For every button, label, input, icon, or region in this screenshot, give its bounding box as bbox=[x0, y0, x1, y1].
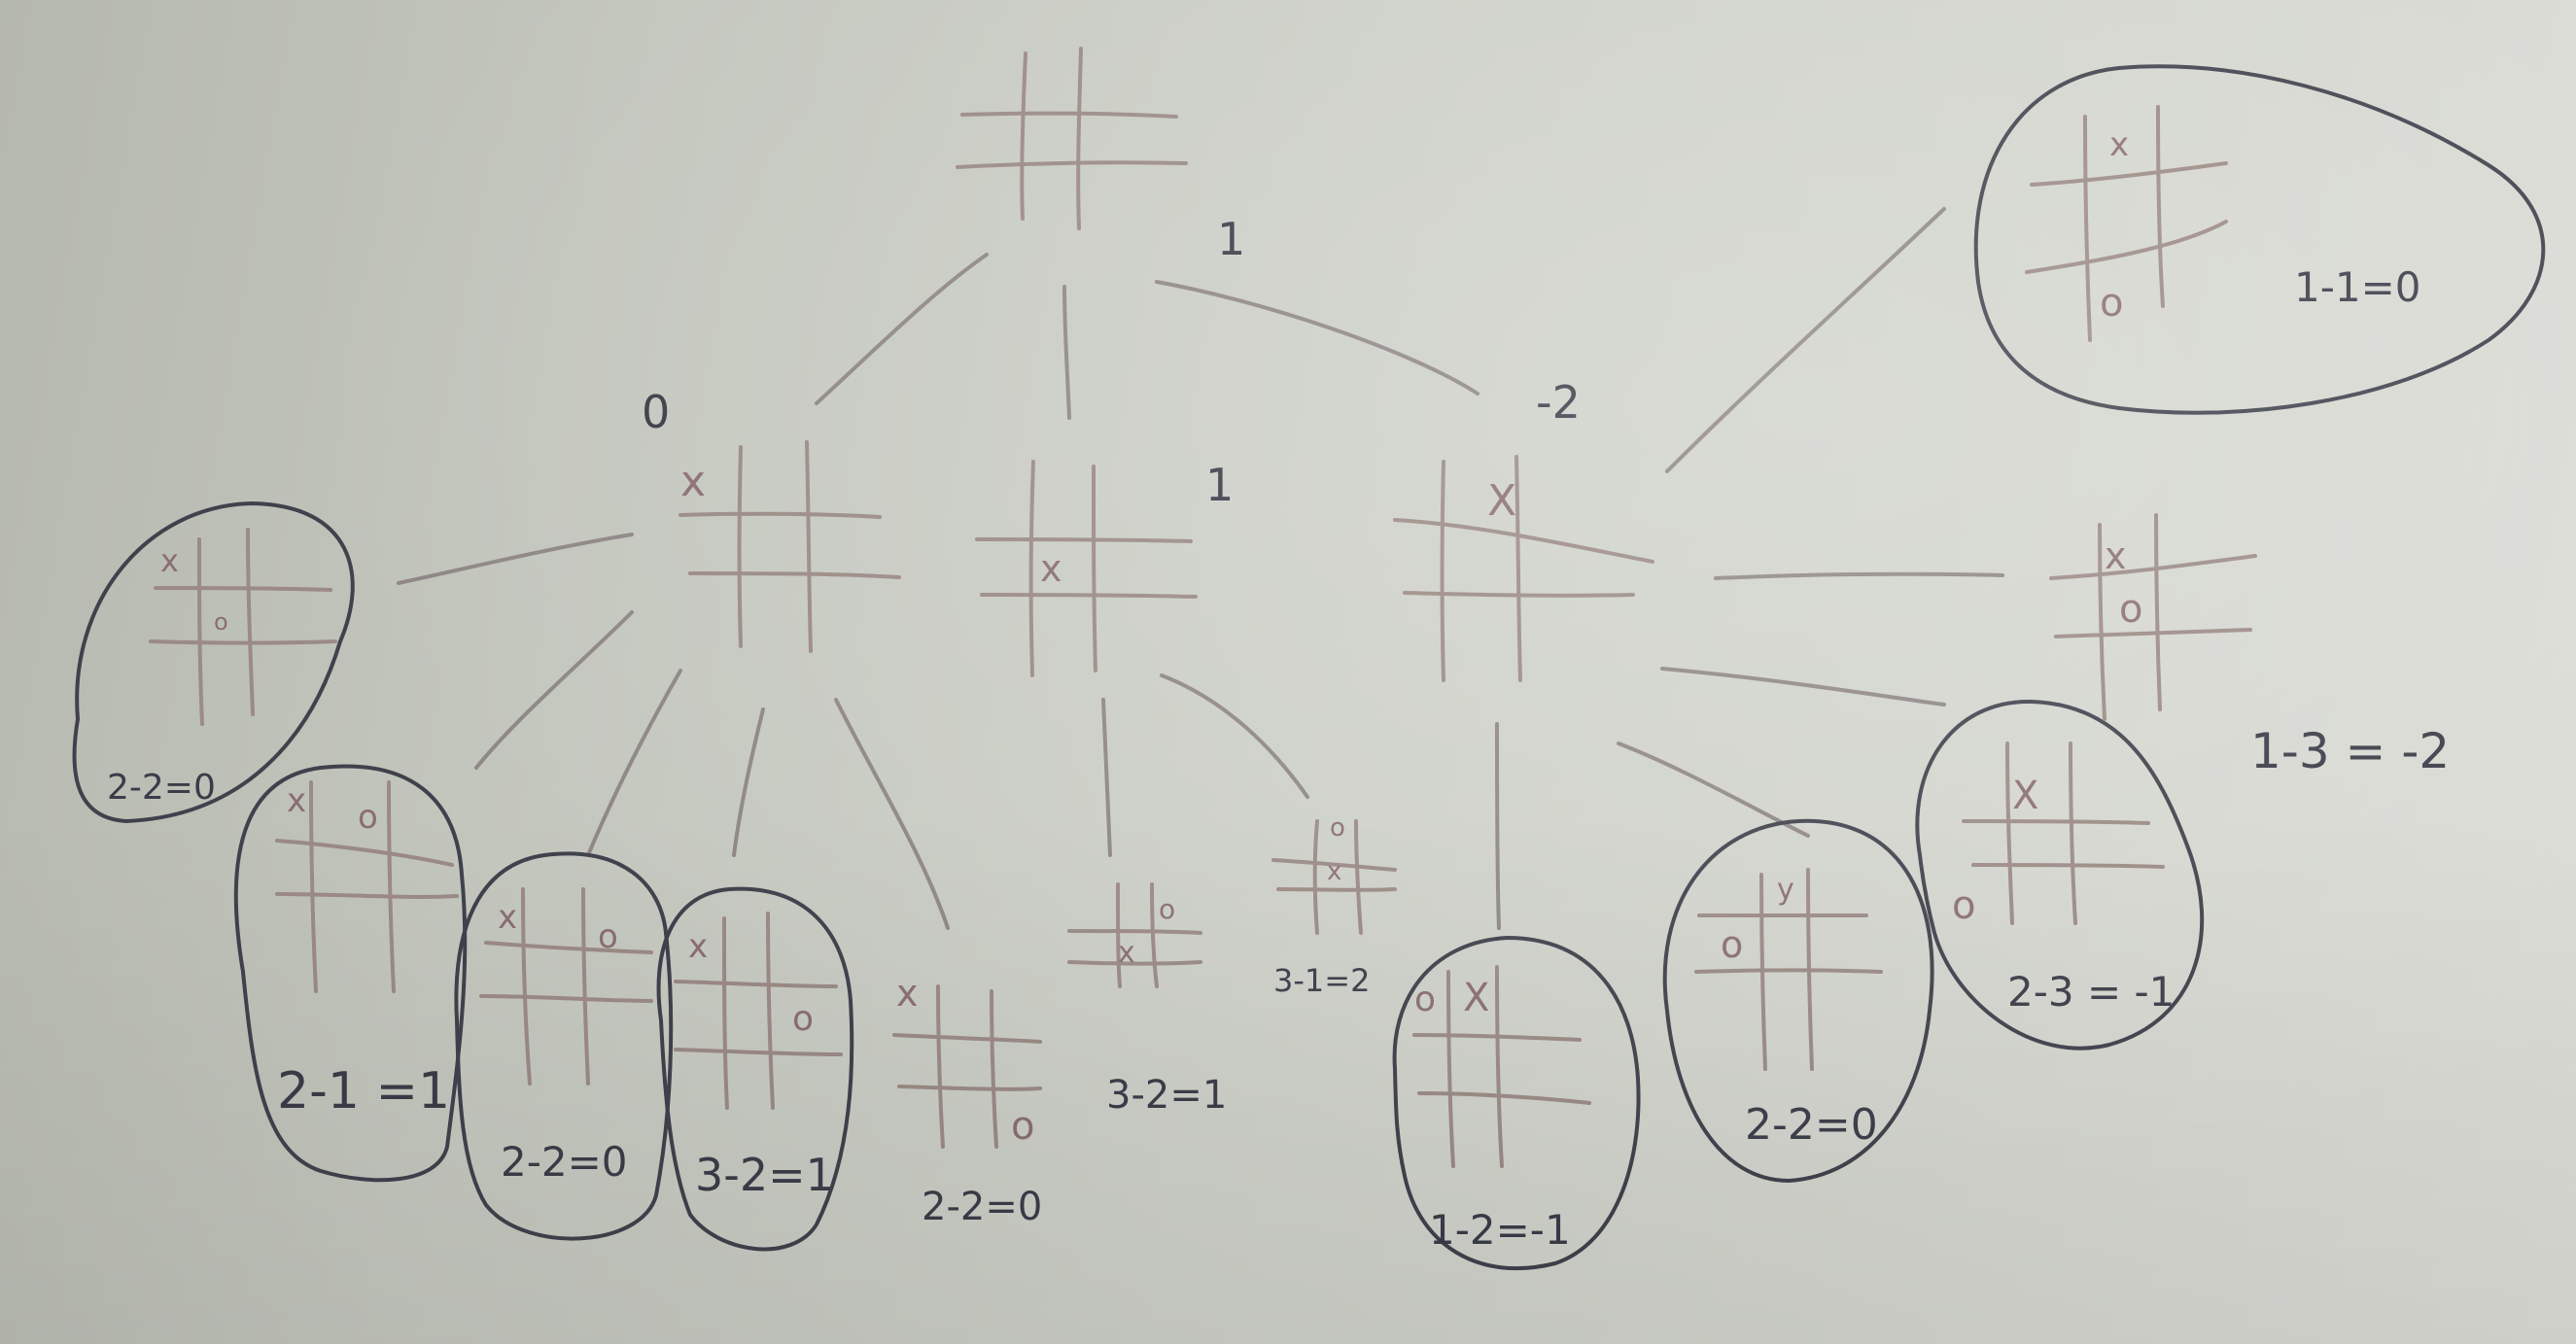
leaf-board-5: x o bbox=[1067, 882, 1202, 988]
svg-text:o: o bbox=[214, 608, 228, 636]
svg-text:x: x bbox=[896, 972, 919, 1015]
svg-text:x: x bbox=[1118, 936, 1135, 970]
root-board bbox=[956, 47, 1188, 230]
leaf-board-9: X o bbox=[1915, 699, 2205, 1051]
leaf-board-7: o X bbox=[1392, 935, 1641, 1271]
leaf-label-3: 3-2=1 bbox=[695, 1149, 834, 1201]
leaf-label-0: 2-2=0 bbox=[107, 768, 216, 808]
leaf-label-11: 1-1=0 bbox=[2294, 263, 2421, 311]
leaf-board-6: o x bbox=[1271, 813, 1397, 935]
leaf-label-6: 3-1=2 bbox=[1273, 962, 1370, 999]
leaf-label-10: 1-3 = -2 bbox=[2250, 723, 2450, 779]
leaf-board-10: x o bbox=[2049, 513, 2257, 721]
leaf-label-8: 2-2=0 bbox=[1745, 1100, 1878, 1150]
svg-text:X: X bbox=[1463, 976, 1489, 1020]
leaf-board-4: x o bbox=[892, 972, 1042, 1149]
level1-board-corner: x bbox=[679, 440, 901, 653]
svg-text:o: o bbox=[2100, 281, 2123, 326]
svg-text:x: x bbox=[688, 927, 708, 966]
level1-board-center: x bbox=[975, 460, 1198, 677]
level1-score-2: -2 bbox=[1536, 376, 1581, 429]
level1-score-1: 1 bbox=[1205, 459, 1234, 511]
leaf-board-1: x o bbox=[233, 764, 468, 1183]
svg-text:x: x bbox=[1040, 547, 1062, 590]
svg-text:o: o bbox=[1330, 813, 1345, 843]
svg-text:o: o bbox=[358, 798, 378, 837]
leaf-board-3: x o bbox=[656, 886, 854, 1252]
svg-text:X: X bbox=[1487, 476, 1516, 526]
leaf-label-7: 1-2=-1 bbox=[1429, 1206, 1571, 1254]
svg-text:o: o bbox=[598, 917, 618, 956]
leaf-board-8: y o bbox=[1662, 818, 1934, 1184]
leaf-label-1: 2-1 =1 bbox=[277, 1062, 450, 1120]
level1-score-0: 0 bbox=[642, 386, 670, 438]
root-score: 1 bbox=[1217, 213, 1245, 265]
svg-text:o: o bbox=[792, 999, 814, 1039]
leaf-label-2: 2-2=0 bbox=[501, 1138, 628, 1186]
svg-text:o: o bbox=[1159, 893, 1175, 925]
svg-text:x: x bbox=[160, 542, 179, 579]
level1-board-edge: X bbox=[1393, 455, 1654, 682]
svg-text:o: o bbox=[1011, 1104, 1034, 1149]
leaf-board-0: x o bbox=[72, 500, 355, 824]
leaf-label-4: 2-2=0 bbox=[922, 1185, 1042, 1229]
svg-text:x: x bbox=[1327, 857, 1341, 886]
svg-text:X: X bbox=[2012, 774, 2038, 818]
svg-text:o: o bbox=[2119, 587, 2142, 632]
svg-text:x: x bbox=[2109, 125, 2129, 164]
svg-text:o: o bbox=[1952, 883, 1975, 928]
svg-text:x: x bbox=[680, 457, 706, 506]
svg-text:y: y bbox=[1777, 873, 1794, 907]
leaf-board-2: x o bbox=[454, 851, 674, 1241]
tree-edges bbox=[397, 207, 2004, 930]
leaf-label-5: 3-2=1 bbox=[1106, 1073, 1227, 1118]
svg-text:o: o bbox=[1721, 923, 1743, 966]
leaf-board-11: x o bbox=[1973, 64, 2546, 415]
leaf-label-9: 2-3 = -1 bbox=[2007, 968, 2175, 1016]
svg-text:x: x bbox=[287, 781, 306, 820]
svg-text:x: x bbox=[2105, 534, 2127, 577]
svg-text:o: o bbox=[1414, 980, 1436, 1019]
svg-text:x: x bbox=[498, 898, 517, 937]
